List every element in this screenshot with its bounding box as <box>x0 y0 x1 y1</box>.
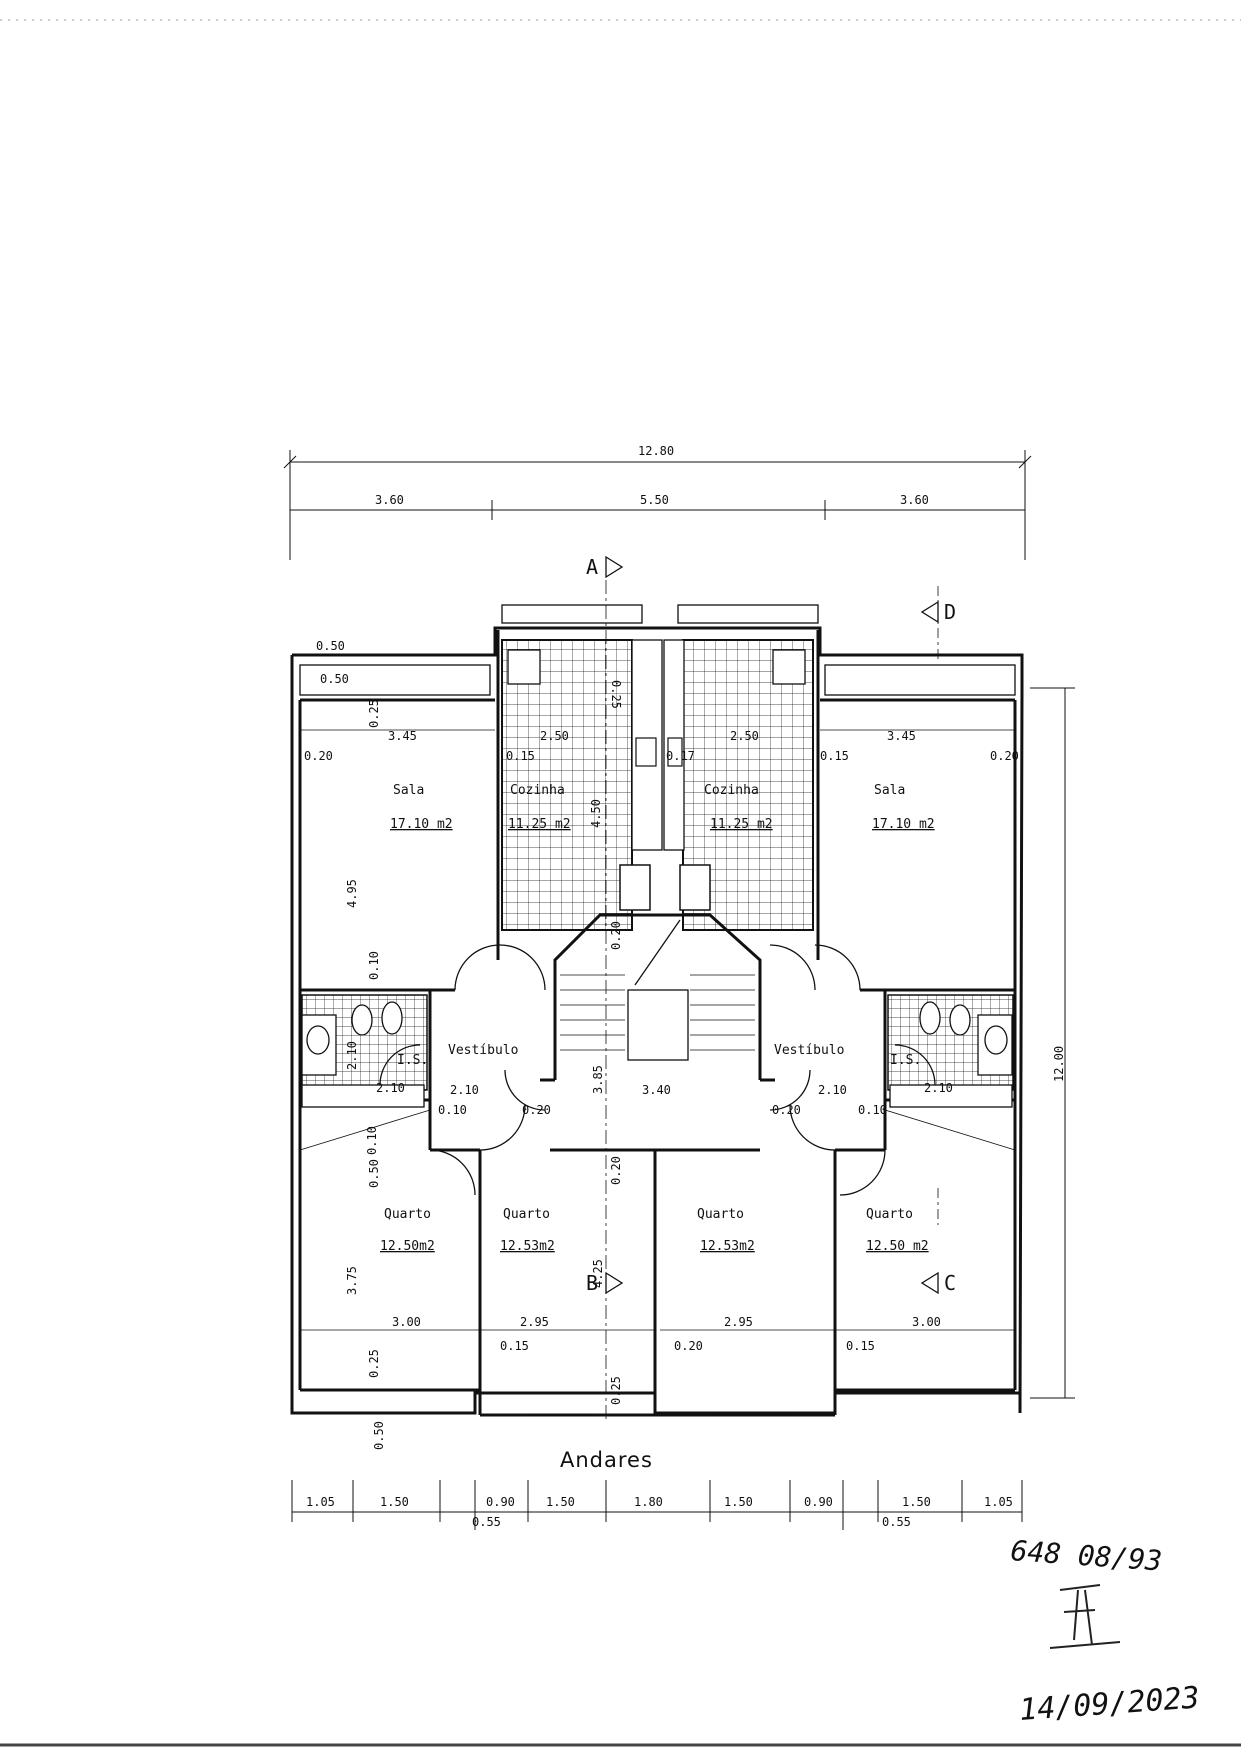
dim-0-15-right: 0.15 <box>820 749 849 763</box>
dim-2-10-e: 2.10 <box>345 1041 359 1070</box>
dim-left: 3.60 <box>375 493 404 507</box>
dim-3-85: 3.85 <box>591 1065 605 1094</box>
bottom-dim-8: 1.50 <box>902 1495 931 1509</box>
bottom-dim-5: 1.80 <box>634 1495 663 1509</box>
cozinha-left-area: 11.25 m2 <box>508 817 571 832</box>
dim-2-10-b: 2.10 <box>450 1083 479 1097</box>
sala-right-name: Sala <box>874 783 905 798</box>
bathrooms <box>301 994 1014 1108</box>
dim-3-45-left: 3.45 <box>388 729 417 743</box>
dim-3-00-left: 3.00 <box>392 1315 421 1329</box>
quarto-1-area: 12.50m2 <box>380 1239 435 1254</box>
dim-0-50-c: 0.50 <box>367 1159 381 1188</box>
dim-0-20-left: 0.20 <box>304 749 333 763</box>
bottom-dimensions: 1.05 1.50 0.90 1.50 1.80 1.50 0.90 1.50 … <box>291 1480 1023 1530</box>
dim-2-10-c: 2.10 <box>818 1083 847 1097</box>
dim-0-17: 0.17 <box>666 749 695 763</box>
dim-0-25-d: 0.25 <box>367 1349 381 1378</box>
dim-0-15-a: 0.15 <box>500 1339 529 1353</box>
dim-0-20-d: 0.20 <box>609 921 623 950</box>
bottom-dim-3: 0.90 <box>486 1495 515 1509</box>
section-d-label: D <box>944 600 956 624</box>
quarto-3-name: Quarto <box>697 1207 744 1222</box>
bottom-dim-1: 1.05 <box>306 1495 335 1509</box>
dim-0-50-d: 0.50 <box>372 1421 386 1450</box>
dim-2-50-left: 2.50 <box>540 729 569 743</box>
top-dimensions: 12.80 3.60 5.50 3.60 <box>283 444 1032 560</box>
section-a-label: A <box>586 555 598 579</box>
quarto-4-area: 12.50 m2 <box>866 1239 929 1254</box>
dim-3-45-right: 3.45 <box>887 729 916 743</box>
inner-dimensions: 0.50 0.50 0.25 3.45 3.45 2.50 2.50 0.20 … <box>304 639 1019 1450</box>
bottom-dim-7: 0.90 <box>804 1495 833 1509</box>
is-right-name: I.S. <box>890 1053 921 1068</box>
dim-3-75: 3.75 <box>345 1266 359 1295</box>
dim-0-10-left: 0.10 <box>367 951 381 980</box>
kitchens <box>501 639 814 931</box>
vestibulo-right-name: Vestíbulo <box>774 1043 844 1058</box>
dim-2-10-d: 2.10 <box>924 1081 953 1095</box>
dim-4-50: 4.50 <box>589 799 603 828</box>
dim-0-10-c: 0.10 <box>858 1103 887 1117</box>
dim-0-20-g: 0.20 <box>674 1339 703 1353</box>
dim-0-15-left: 0.15 <box>506 749 535 763</box>
dim-0-20-e: 0.20 <box>772 1103 801 1117</box>
dim-right: 3.60 <box>900 493 929 507</box>
quarto-2-name: Quarto <box>503 1207 550 1222</box>
dim-total: 12.80 <box>638 444 674 458</box>
sala-left-area: 17.10 m2 <box>390 817 453 832</box>
section-marks: A B C D <box>586 555 956 1420</box>
dim-3-00-right: 3.00 <box>912 1315 941 1329</box>
dim-0-50-b: 0.50 <box>320 672 349 686</box>
sala-left-name: Sala <box>393 783 424 798</box>
dim-0-15-b: 0.15 <box>846 1339 875 1353</box>
bottom-sub-2: 0.55 <box>882 1515 911 1529</box>
dim-0-25-e: 0.25 <box>609 1376 623 1405</box>
handwritten-signature: 648 08/93 14/09/2023 <box>1010 1534 1201 1728</box>
cozinha-right-name: Cozinha <box>704 783 759 798</box>
dim-height: 12.00 <box>1052 1046 1066 1082</box>
cozinha-right-area: 11.25 m2 <box>710 817 773 832</box>
drawing-title: Andares <box>560 1448 653 1472</box>
sala-right-area: 17.10 m2 <box>872 817 935 832</box>
quarto-1-name: Quarto <box>384 1207 431 1222</box>
staircase <box>553 913 762 1152</box>
outer-walls <box>290 604 1024 1417</box>
dim-0-25: 0.25 <box>367 699 381 728</box>
dim-4-95: 4.95 <box>345 879 359 908</box>
dim-2-95-left: 2.95 <box>520 1315 549 1329</box>
bottom-sub-1: 0.55 <box>472 1515 501 1529</box>
dim-2-50-right: 2.50 <box>730 729 759 743</box>
bottom-dim-2: 1.50 <box>380 1495 409 1509</box>
quarto-3-area: 12.53m2 <box>700 1239 755 1254</box>
bottom-dim-4: 1.50 <box>546 1495 575 1509</box>
height-dimension: 12.00 <box>1030 687 1075 1399</box>
dim-0-50-a: 0.50 <box>316 639 345 653</box>
bottom-dim-9: 1.05 <box>984 1495 1013 1509</box>
room-labels: Sala 17.10 m2 Sala 17.10 m2 Cozinha 11.2… <box>380 783 935 1254</box>
dim-0-20-right: 0.20 <box>990 749 1019 763</box>
handwritten-date: 14/09/2023 <box>1018 1680 1201 1728</box>
quarto-4-name: Quarto <box>866 1207 913 1222</box>
dim-3-40: 3.40 <box>642 1083 671 1097</box>
dim-center: 5.50 <box>640 493 669 507</box>
dim-0-10-b: 0.10 <box>365 1126 379 1155</box>
dim-0-25-c: 0.25 <box>609 680 623 709</box>
quarto-2-area: 12.53m2 <box>500 1239 555 1254</box>
dim-2-10-a: 2.10 <box>376 1081 405 1095</box>
dim-2-95-right: 2.95 <box>724 1315 753 1329</box>
dim-4-25: 4.25 <box>591 1259 605 1288</box>
vestibulo-left-name: Vestíbulo <box>448 1043 518 1058</box>
section-b-label: B <box>586 1271 598 1295</box>
is-left-name: I.S. <box>397 1053 428 1068</box>
section-c-label: C <box>944 1271 956 1295</box>
handwritten-ref: 648 08/93 <box>1010 1534 1164 1578</box>
dim-0-20-f: 0.20 <box>609 1156 623 1185</box>
cozinha-left-name: Cozinha <box>510 783 565 798</box>
dim-0-10-a: 0.10 <box>438 1103 467 1117</box>
bottom-dim-6: 1.50 <box>724 1495 753 1509</box>
dim-0-20-c: 0.20 <box>522 1103 551 1117</box>
